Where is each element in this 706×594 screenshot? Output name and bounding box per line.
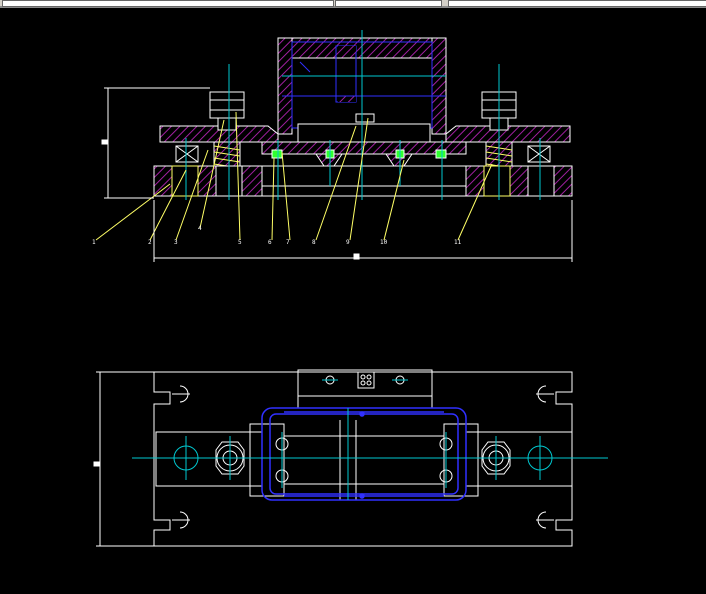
- part-label: 5: [238, 239, 242, 246]
- part-label: 1: [92, 239, 96, 246]
- part-label: 7: [286, 239, 290, 246]
- left-locating-hole: [173, 445, 199, 471]
- part-label: 6: [268, 239, 272, 246]
- title-field[interactable]: [2, 0, 334, 7]
- property-field[interactable]: [448, 0, 706, 7]
- leader-lines: [95, 111, 493, 241]
- part-label: 11: [454, 239, 462, 246]
- right-locating-hole: [527, 445, 553, 471]
- left-clamp-arm: [159, 91, 279, 171]
- window-top-bar: [0, 0, 706, 8]
- part-label-group: 1 2 3 4 5 6 7 8 9 10 11: [92, 225, 462, 246]
- top-view: [93, 369, 608, 547]
- window-top-bar-border: [0, 6, 706, 8]
- part-label: 2: [148, 239, 152, 246]
- front-section-view: 1 2 3 4 5 6 7 8 9 10 11: [92, 30, 573, 262]
- base-plate: [153, 165, 573, 197]
- part-label: 4: [198, 225, 202, 232]
- layer-field[interactable]: [335, 0, 442, 7]
- part-label: 10: [380, 239, 388, 246]
- top-centerlines: [132, 379, 608, 500]
- part-label: 8: [312, 239, 316, 246]
- part-label: 3: [174, 239, 178, 246]
- drawing-canvas[interactable]: 1 2 3 4 5 6 7 8 9 10 11: [0, 8, 706, 594]
- part-label: 9: [346, 239, 350, 246]
- top-dimensions: [93, 371, 154, 547]
- right-clamp-arm: [445, 91, 571, 171]
- front-dimensions: [101, 87, 573, 262]
- hidden-die-frame: [261, 407, 467, 501]
- front-centerlines: [185, 30, 541, 200]
